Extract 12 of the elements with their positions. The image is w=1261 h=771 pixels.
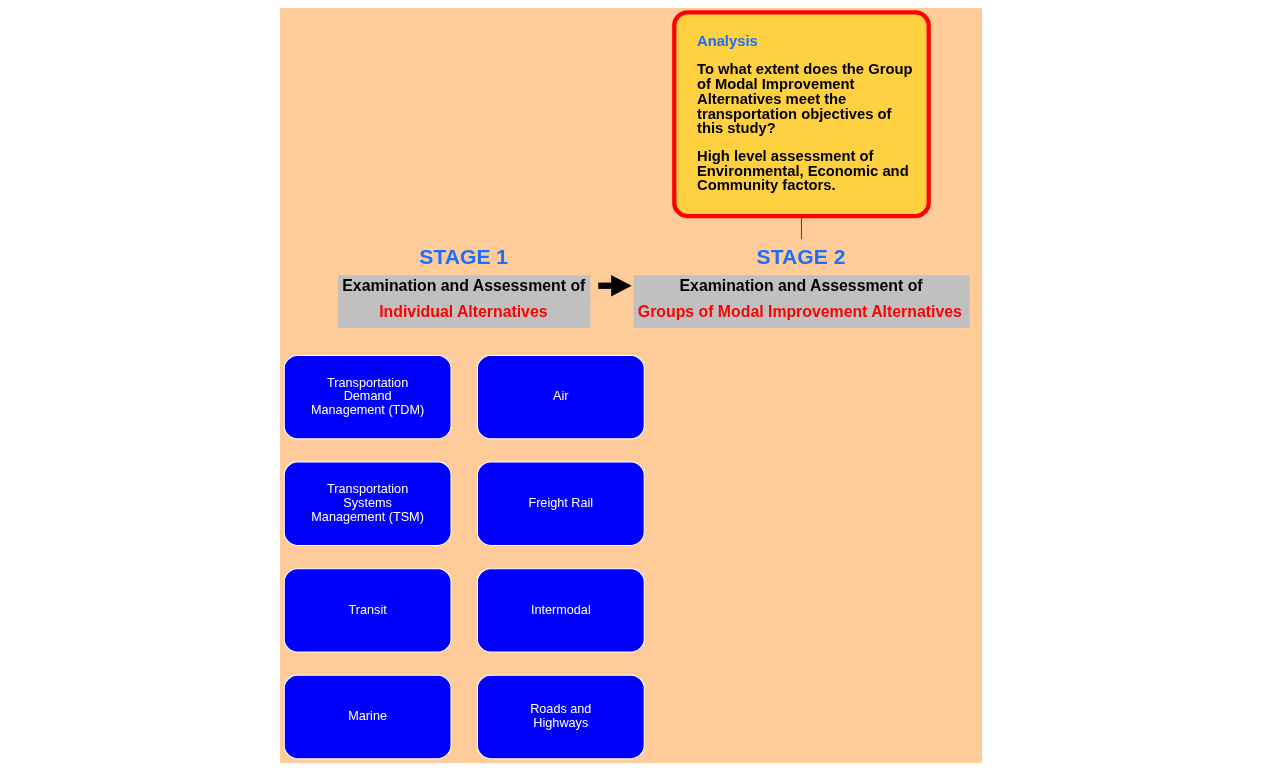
node-box: Roads and Highways [476,674,645,760]
node-box: Freight Rail [476,461,645,546]
node-box: Transportation Demand Management (TDM) [283,354,452,440]
node-box: Analysis To what extent does the Group of Modal Improvement Alternatives meet the transportation objectives of this study? High level assessment of Environmental, Economic and Community factors. [671,10,931,219]
node-box: Intermodal [476,568,645,653]
node-label: STAGE 1 [418,244,508,268]
node-box: Air [476,354,645,440]
node-box: Transit [283,568,452,653]
node-box: Transportation Systems Management (TSM) [283,461,452,546]
connector [800,215,802,240]
node-label: STAGE 2 [756,244,845,268]
node-box: Marine [283,674,452,760]
